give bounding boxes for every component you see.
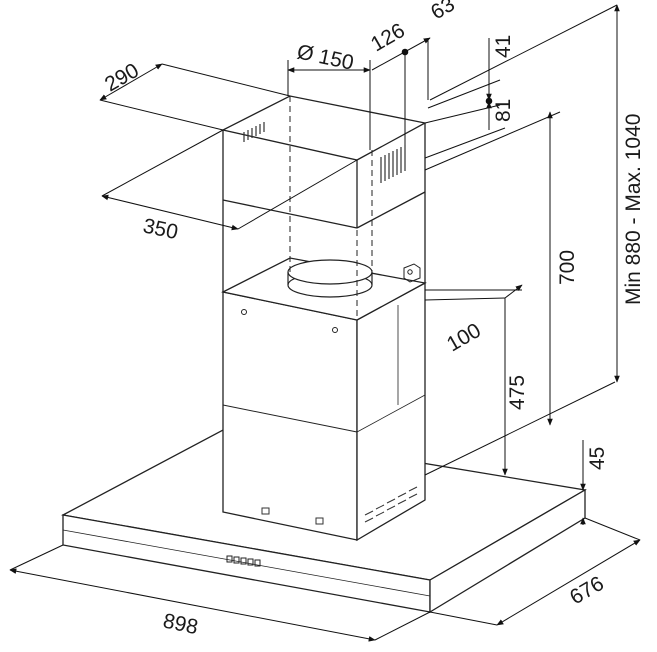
dim-height-range: Min 880 - Max. 1040 xyxy=(622,114,645,305)
chimney-vent-grille xyxy=(243,122,406,183)
dim-898: 898 xyxy=(161,609,200,639)
dim-45: 45 xyxy=(586,447,609,470)
housing-screws xyxy=(241,309,338,333)
exhaust-spigot xyxy=(287,259,373,298)
dim-290: 290 xyxy=(101,59,143,96)
dimension-lines xyxy=(9,4,641,642)
dim-676: 676 xyxy=(566,572,608,609)
dim-81: 81 xyxy=(492,99,515,122)
mounting-bracket xyxy=(403,263,421,283)
dim-475: 475 xyxy=(506,375,529,410)
motor-housing xyxy=(221,257,427,542)
bottom-vent-slots xyxy=(261,486,418,525)
dim-350: 350 xyxy=(141,214,180,244)
dim-41: 41 xyxy=(492,35,515,58)
dim-700: 700 xyxy=(556,250,579,285)
dim-100: 100 xyxy=(443,319,485,356)
control-buttons xyxy=(226,555,261,567)
dim-63: 63 xyxy=(427,0,459,24)
